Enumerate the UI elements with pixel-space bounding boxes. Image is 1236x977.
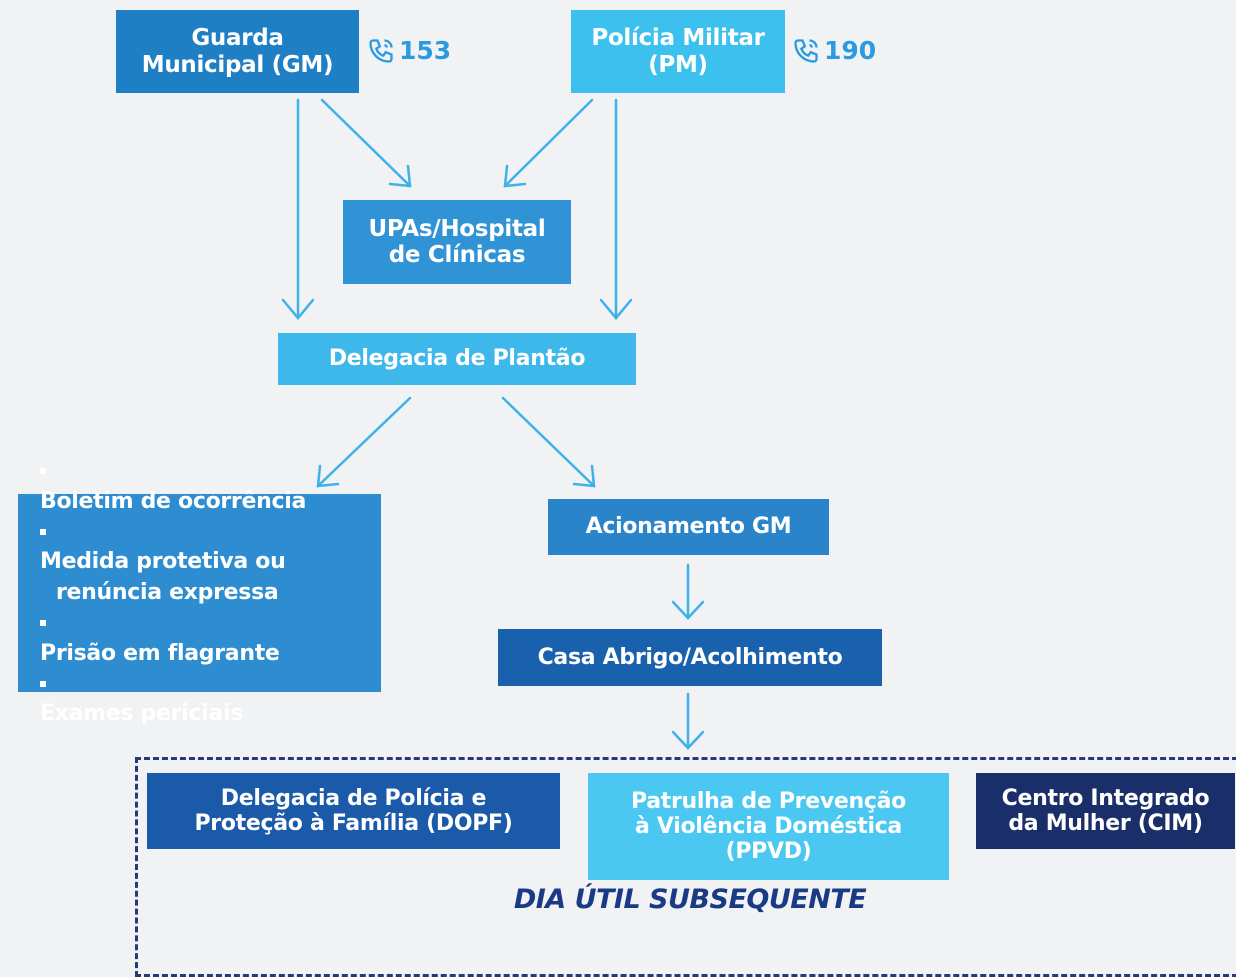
procedures-list: Boletim de ocorrência Medida protetiva o… [40, 456, 306, 729]
list-item: Boletim de ocorrência [40, 456, 306, 517]
delegacia-plantao-box: Delegacia de Plantão [278, 333, 636, 385]
cim-label-line2: da Mulher (CIM) [1008, 811, 1203, 836]
acionamento-label: Acionamento GM [585, 514, 792, 540]
arrow-gm-to-upa [320, 98, 412, 188]
phone-icon [794, 38, 818, 63]
bullet-icon [40, 620, 46, 627]
ppvd-label-line3: (PPVD) [725, 839, 812, 865]
list-item: Prisão em flagrante [40, 608, 306, 669]
cim-box: Centro Integrado da Mulher (CIM) [976, 773, 1235, 849]
next-business-day-label: DIA ÚTIL SUBSEQUENTE [513, 884, 867, 915]
list-item-continuation: renúncia expressa [56, 579, 279, 605]
arrow-pm-to-upa [503, 98, 594, 188]
arrow-acionamento-to-casa-abrigo [671, 563, 705, 620]
bullet-icon [40, 529, 46, 536]
arrow-delegacia-to-acionamento [501, 396, 596, 488]
upa-label-line1: UPAs/Hospital [368, 215, 546, 242]
bullet-icon [40, 680, 46, 687]
ppvd-label-line2: à Violência Doméstica [635, 813, 902, 839]
connector-arrows [281, 98, 705, 750]
bullet-icon [40, 468, 46, 475]
ppvd-box: Patrulha de Prevenção à Violência Domést… [588, 773, 949, 880]
pm-label-line2: (PM) [648, 51, 708, 78]
casa-abrigo-box: Casa Abrigo/Acolhimento [498, 629, 882, 686]
dopf-label-line2: Proteção à Família (DOPF) [194, 811, 513, 836]
cim-label-line1: Centro Integrado [1001, 785, 1210, 811]
casa-abrigo-label: Casa Abrigo/Acolhimento [537, 644, 843, 670]
ppvd-label-line1: Patrulha de Prevenção [631, 788, 906, 814]
guarda-municipal-box: Guarda Municipal (GM) [116, 10, 359, 93]
acionamento-gm-box: Acionamento GM [548, 499, 829, 555]
dopf-box: Delegacia de Polícia e Proteção à Famíli… [147, 773, 560, 849]
delegacia-plantao-label: Delegacia de Plantão [328, 346, 586, 372]
gm-label-line1: Guarda [191, 25, 284, 52]
upa-hospital-box: UPAs/Hospital de Clínicas [343, 200, 571, 284]
phone-icon [369, 38, 393, 63]
procedures-list-box: Boletim de ocorrência Medida protetiva o… [18, 468, 381, 726]
arrow-casa-abrigo-to-services [671, 692, 705, 750]
gm-label-line2: Municipal (GM) [141, 51, 334, 78]
arrow-gm-to-delegacia [281, 98, 315, 320]
arrow-pm-to-delegacia [599, 98, 633, 320]
dopf-label-line1: Delegacia de Polícia e [220, 785, 487, 811]
gm-phone: 153 [367, 36, 451, 65]
pm-phone-number: 190 [824, 36, 877, 65]
list-item: Medida protetiva ou [40, 517, 306, 578]
policia-militar-box: Polícia Militar (PM) [571, 10, 785, 93]
upa-label-line2: de Clínicas [388, 242, 526, 268]
gm-phone-number: 153 [399, 36, 452, 65]
list-item: Exames periciais [40, 669, 306, 730]
arrow-delegacia-to-bulletins [316, 396, 412, 488]
pm-phone: 190 [792, 36, 876, 65]
pm-label-line1: Polícia Militar [591, 25, 765, 52]
